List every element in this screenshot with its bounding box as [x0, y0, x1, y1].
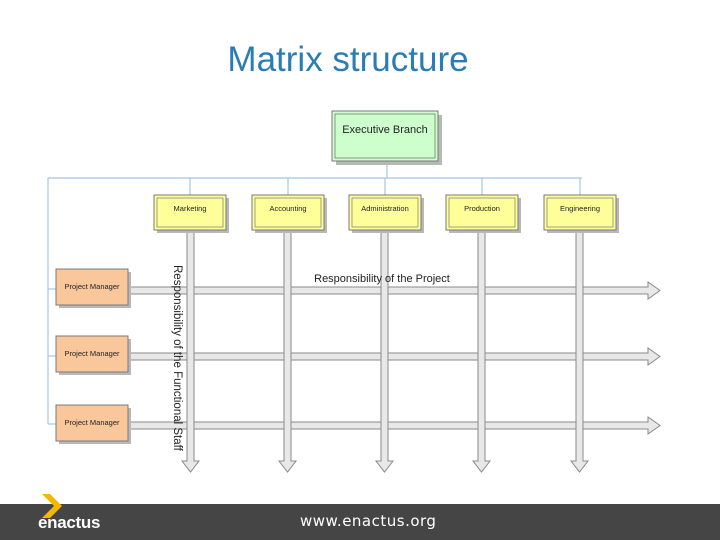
executive-branch-label: Executive Branch — [342, 124, 428, 136]
project-manager-box-1: Project Manager — [55, 268, 131, 308]
department-boxes: Marketing Accounting Administration Prod… — [153, 194, 619, 233]
department-label-administration: Administration — [361, 204, 409, 213]
department-label-marketing: Marketing — [174, 204, 207, 213]
functional-arrow-1 — [180, 230, 201, 473]
department-box-administration: Administration — [348, 194, 424, 233]
footer-bar: enactus www.enactus.org — [0, 494, 720, 540]
executive-branch-box: Executive Branch — [331, 110, 442, 165]
department-label-accounting: Accounting — [269, 204, 306, 213]
functional-responsibility-label: Responsibility of the Functional Staff — [171, 265, 183, 452]
enactus-chevron-icon — [42, 494, 62, 518]
project-responsibility-label: Responsibility of the Project — [314, 273, 450, 285]
footer-url[interactable]: www.enactus.org — [300, 512, 437, 530]
slide-title: Matrix structure — [227, 40, 469, 79]
functional-arrow-4 — [471, 230, 492, 473]
department-box-accounting: Accounting — [251, 194, 327, 233]
functional-arrow-2 — [277, 230, 298, 473]
department-label-production: Production — [464, 204, 500, 213]
project-manager-boxes: Project Manager Project Manager Project … — [55, 268, 131, 444]
project-arrows — [129, 281, 661, 435]
project-arrow-1 — [129, 281, 661, 300]
department-box-marketing: Marketing — [153, 194, 229, 233]
project-manager-box-3: Project Manager — [55, 404, 131, 444]
matrix-diagram: Executive Branch Marketing Accounting Ad… — [47, 110, 661, 473]
enactus-logo-text: enactus — [38, 513, 101, 532]
functional-arrows — [180, 230, 590, 473]
project-manager-label-2: Project Manager — [64, 349, 120, 358]
functional-arrow-5 — [569, 230, 590, 473]
project-manager-label-1: Project Manager — [64, 282, 120, 291]
department-label-engineering: Engineering — [560, 204, 600, 213]
project-manager-label-3: Project Manager — [64, 418, 120, 427]
project-arrow-2 — [129, 347, 661, 366]
project-arrow-3 — [129, 416, 661, 435]
org-connector-lines — [47, 162, 582, 425]
project-manager-box-2: Project Manager — [55, 335, 131, 375]
department-box-engineering: Engineering — [543, 194, 619, 233]
enactus-logo[interactable]: enactus — [32, 494, 132, 540]
functional-arrow-3 — [374, 230, 395, 473]
department-box-production: Production — [445, 194, 521, 233]
